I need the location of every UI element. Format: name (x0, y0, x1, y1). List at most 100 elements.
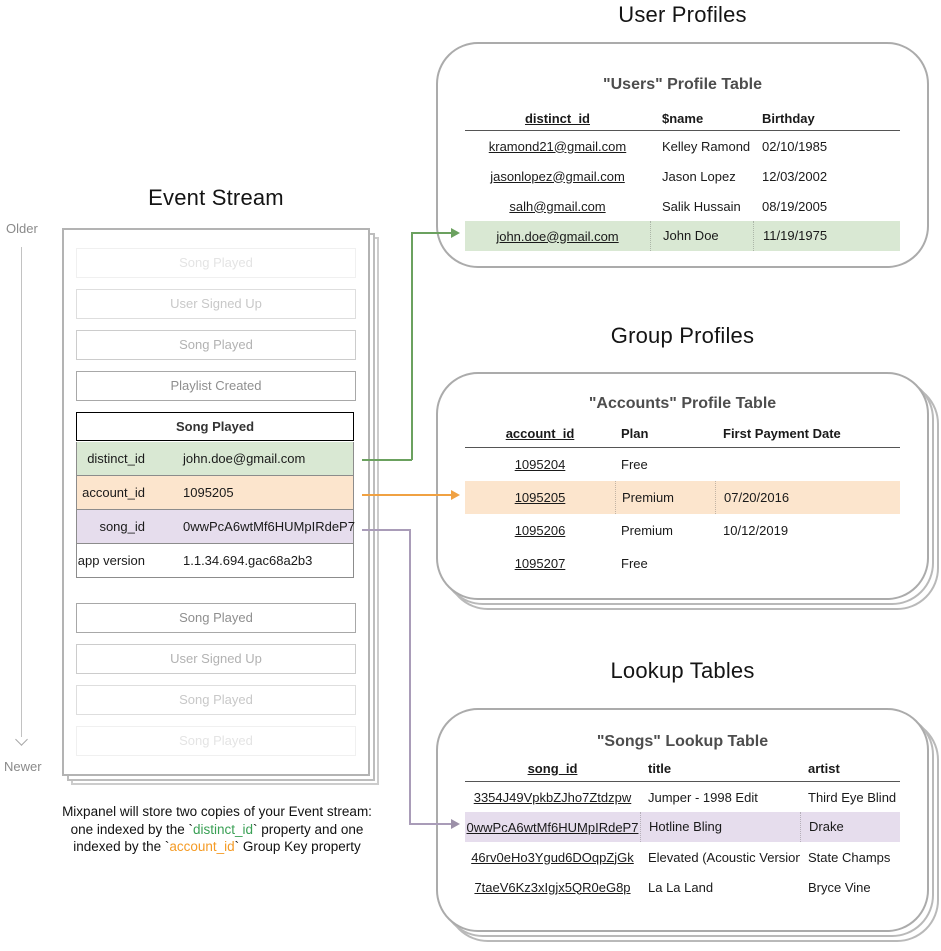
column-header: Birthday (762, 110, 815, 126)
column-header: account_id (505, 425, 575, 441)
arrow-right-icon (451, 819, 460, 829)
song-title-cell: Jumper - 1998 Edit (648, 789, 758, 805)
birthday-cell: 12/03/2002 (762, 168, 828, 184)
artist-cell: Bryce Vine (808, 879, 871, 895)
name-cell: Jason Lopez (662, 168, 736, 184)
table-row: jasonlopez@gmail.com Jason Lopez 12/03/2… (465, 161, 900, 191)
column-header: $name (662, 110, 704, 126)
song-id-cell: 46rv0eHo3Ygud6DOqpZjGk (471, 849, 634, 865)
property-key: app version (77, 553, 145, 568)
distinct-id-connector-line (362, 459, 412, 461)
event-item: Playlist Created (76, 371, 356, 401)
songs-table: song_id title artist 3354J49VpkbZJho7Ztd… (465, 755, 900, 902)
distinct-id-cell: jasonlopez@gmail.com (490, 168, 625, 184)
users-profile-card: "Users" Profile Table distinct_id $name … (436, 42, 929, 268)
song-title-cell: La La Land (648, 879, 714, 895)
event-stream-title: Event Stream (148, 185, 284, 210)
event-property-account-id: account_id 1095205 (76, 476, 354, 510)
table-row: salh@gmail.com Salik Hussain 08/19/2005 (465, 191, 900, 221)
account-id-cell: 1095205 (514, 490, 566, 505)
table-row: 3354J49VpkbZJho7Ztdzpw Jumper - 1998 Edi… (465, 782, 900, 812)
event-item: User Signed Up (76, 644, 356, 674)
song-id-cell: 0wwPcA6wtMf6HUMpIRdeP7 (466, 819, 639, 835)
distinct-id-cell: john.doe@gmail.com (496, 228, 619, 244)
birthday-cell: 02/10/1985 (762, 138, 828, 154)
first-payment-cell: 07/20/2016 (715, 481, 900, 514)
caption-line-1: Mixpanel will store two copies of your E… (62, 804, 372, 819)
distinct-id-cell: kramond21@gmail.com (488, 138, 627, 154)
account-id-connector-line (362, 494, 452, 496)
column-header: Plan (621, 425, 649, 441)
column-header: artist (808, 760, 840, 776)
songs-lookup-card: "Songs" Lookup Table song_id title artis… (436, 708, 929, 932)
table-row-highlighted-purple: 0wwPcA6wtMf6HUMpIRdeP7 Hotline Bling Dra… (465, 812, 900, 842)
column-header: title (648, 760, 672, 776)
name-cell: Salik Hussain (662, 198, 741, 214)
older-label: Older (6, 221, 38, 236)
distinct-id-token: distinct_id (192, 821, 254, 837)
arrow-right-icon (451, 228, 460, 238)
lookup-tables-title: Lookup Tables (610, 658, 755, 683)
group-profiles-title: Group Profiles (610, 323, 755, 348)
event-item: Song Played (76, 330, 356, 360)
song-id-connector-line (409, 823, 452, 825)
column-header: First Payment Date (723, 425, 841, 441)
birthday-cell: 11/19/1975 (753, 221, 900, 251)
plan-cell: Premium (615, 481, 715, 514)
accounts-table-header: account_id Plan First Payment Date (465, 419, 900, 448)
song-id-cell: 3354J49VpkbZJho7Ztdzpw (473, 789, 632, 805)
plan-cell: Premium (621, 523, 674, 538)
event-item: Song Played (76, 685, 356, 715)
distinct-id-connector-line (411, 232, 413, 460)
property-value: 1.1.34.694.gac68a2b3 (183, 553, 313, 568)
table-row-highlighted-green: john.doe@gmail.com John Doe 11/19/1975 (465, 221, 900, 251)
plan-cell: Free (621, 457, 648, 472)
songs-table-title: "Songs" Lookup Table (596, 733, 769, 750)
artist-cell: State Champs (808, 849, 891, 865)
event-property-song-id: song_id 0wwPcA6wtMf6HUMpIRdeP7 (76, 510, 355, 544)
account-id-cell: 1095206 (514, 523, 566, 538)
table-row: 1095206 Premium 10/12/2019 (465, 514, 900, 547)
selected-event-properties: distinct_id john.doe@gmail.com account_i… (76, 442, 355, 578)
first-payment-cell: 10/12/2019 (723, 523, 789, 538)
arrow-right-icon (451, 490, 460, 500)
caption-line-2: one indexed by the `distinct_id` propert… (20, 821, 414, 839)
distinct-id-cell: salh@gmail.com (509, 198, 606, 214)
account-id-cell: 1095204 (514, 457, 566, 472)
name-cell: John Doe (650, 221, 753, 251)
table-row: 7taeV6Kz3xIgjx5QR0eG8p La La Land Bryce … (465, 872, 900, 902)
property-key: account_id (82, 485, 145, 500)
artist-cell: Drake (800, 812, 900, 842)
plan-cell: Free (621, 556, 648, 571)
accounts-table: account_id Plan First Payment Date 10952… (465, 419, 900, 580)
column-header: distinct_id (524, 110, 590, 126)
users-table-title: "Users" Profile Table (603, 76, 762, 93)
birthday-cell: 08/19/2005 (762, 198, 828, 214)
property-key: distinct_id (87, 451, 145, 466)
users-table-header: distinct_id $name Birthday (465, 106, 900, 131)
property-value: 1095205 (183, 485, 234, 500)
caption: Mixpanel will store two copies of your E… (20, 803, 414, 856)
event-item: Song Played (76, 726, 356, 756)
event-item: Song Played (76, 603, 356, 633)
accounts-profile-card: "Accounts" Profile Table account_id Plan… (436, 372, 929, 600)
table-row: 1095207 Free (465, 547, 900, 580)
property-value: 0wwPcA6wtMf6HUMpIRdeP7 (183, 519, 355, 534)
event-stream-box: Song Played User Signed Up Song Played P… (62, 228, 370, 776)
song-id-connector-line (409, 529, 411, 824)
event-item: User Signed Up (76, 289, 356, 319)
timeline-line (21, 247, 22, 737)
table-row: 1095204 Free (465, 448, 900, 481)
caption-text: indexed by the ` (73, 839, 170, 854)
selected-event-header: Song Played (76, 412, 354, 441)
event-property-distinct-id: distinct_id john.doe@gmail.com (76, 442, 354, 476)
song-id-connector-line (362, 529, 410, 531)
song-id-cell: 7taeV6Kz3xIgjx5QR0eG8p (474, 879, 631, 895)
song-title-cell: Elevated (Acoustic Version) (648, 849, 800, 865)
column-header: song_id (527, 760, 578, 776)
account-id-token: account_id (169, 839, 235, 854)
name-cell: Kelley Ramond (662, 138, 751, 154)
caption-text: ` property and one (253, 821, 364, 837)
caption-line-3: indexed by the `account_id` Group Key pr… (20, 838, 414, 856)
account-id-cell: 1095207 (514, 556, 566, 571)
